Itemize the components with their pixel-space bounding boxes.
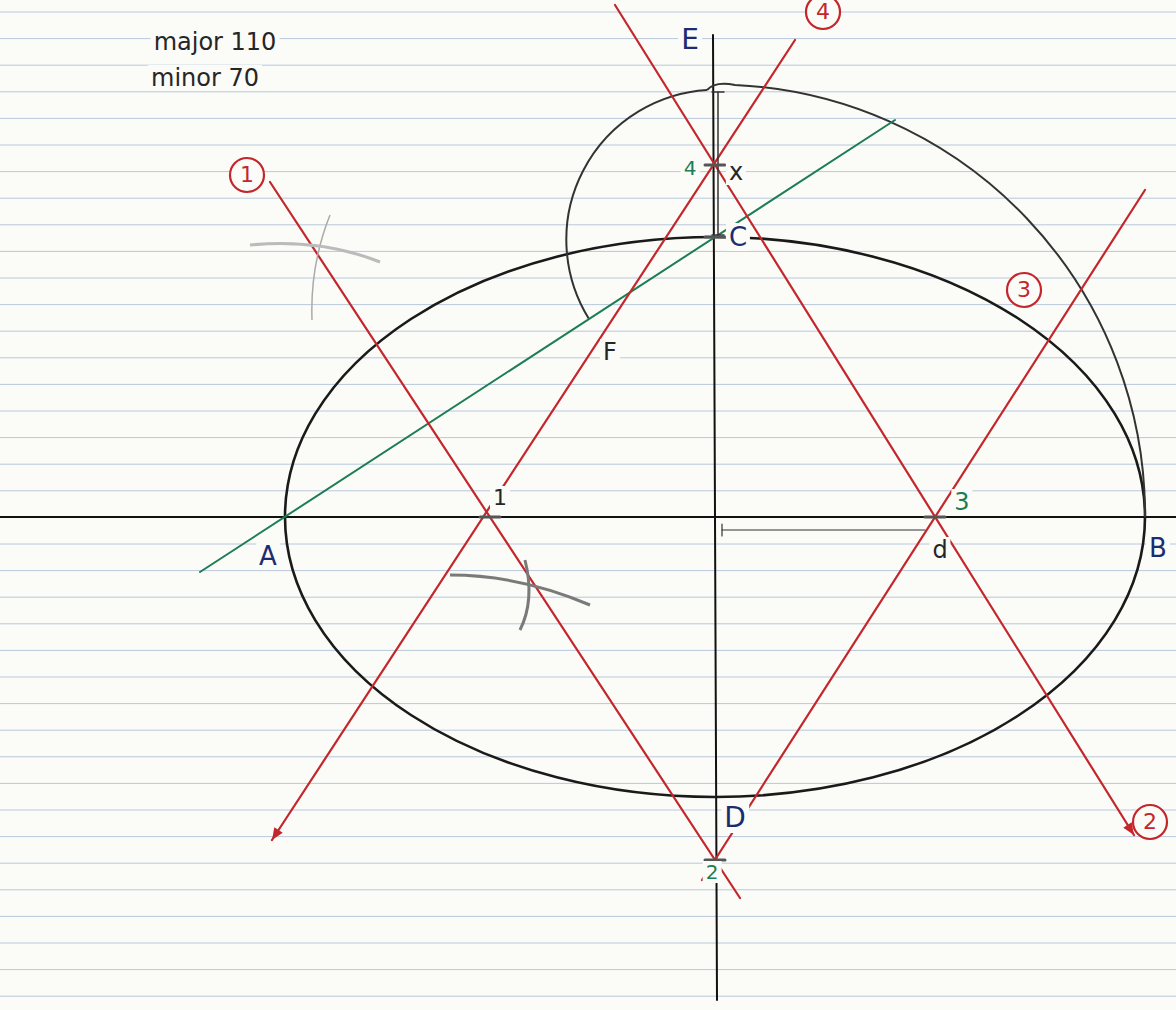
number-circle: [806, 0, 840, 29]
point-label: E: [678, 25, 702, 55]
callout-number: 3: [1014, 278, 1034, 302]
paper-rule: [0, 437, 1176, 438]
construction-arc: [566, 90, 707, 319]
paper-rule: [0, 623, 1176, 624]
point-label: d: [929, 537, 950, 563]
paper-rule: [0, 730, 1176, 731]
point-label: C: [726, 223, 750, 251]
compass-mark: [250, 243, 380, 262]
ellipse-outline: [285, 237, 1145, 797]
paper-rule: [0, 756, 1176, 757]
compass-mark: [450, 575, 590, 605]
paper-rule: [0, 677, 1176, 678]
construction-line: [702, 190, 1145, 880]
paper-rule: [0, 464, 1176, 465]
point-label: 1: [490, 486, 510, 510]
callout-number: 1: [237, 163, 257, 187]
point-label: 3: [951, 489, 972, 515]
line-end-arrow: [268, 827, 283, 843]
paper-rule: [0, 570, 1176, 571]
paper-rule: [0, 12, 1176, 13]
paper-rule: [0, 943, 1176, 944]
paper-rule: [0, 91, 1176, 92]
paper-rule: [0, 703, 1176, 704]
point-label: minor 70: [148, 65, 262, 91]
point-label: F: [600, 339, 620, 365]
paper-rule: [0, 810, 1176, 811]
paper-rule: [0, 118, 1176, 119]
paper-rule: [0, 916, 1176, 917]
paper-rule: [0, 996, 1176, 997]
construction-line: [615, 5, 1134, 835]
point-label: B: [1146, 534, 1170, 562]
paper-rule: [0, 198, 1176, 199]
compass-mark: [312, 215, 330, 320]
paper-rule: [0, 650, 1176, 651]
point-tick: [705, 164, 725, 167]
point-label: 2: [703, 861, 722, 883]
paper-rule: [0, 863, 1176, 864]
paper-rule: [0, 889, 1176, 890]
paper-rule: [0, 331, 1176, 332]
paper-rule: [0, 544, 1176, 545]
point-tick: [925, 516, 945, 519]
point-tick: [705, 236, 725, 239]
construction-line: [270, 182, 740, 898]
paper-rule: [0, 304, 1176, 305]
paper-rule: [0, 384, 1176, 385]
paper-rule: [0, 278, 1176, 279]
major-axis: [0, 516, 1176, 518]
paper-rule: [0, 836, 1176, 837]
construction-line: [272, 40, 795, 840]
paper-rule: [0, 517, 1176, 518]
callout-number: 4: [813, 0, 833, 24]
paper-rule: [0, 171, 1176, 172]
paper-rule: [0, 251, 1176, 252]
compass-mark: [520, 560, 529, 630]
paper-rule: [0, 145, 1176, 146]
paper-rules: [0, 12, 1176, 996]
paper-rule: [0, 597, 1176, 598]
diagonal-line: [200, 120, 895, 572]
paper-rule: [0, 969, 1176, 970]
point-label: 4: [681, 157, 700, 179]
paper-rule: [0, 224, 1176, 225]
number-circle: [230, 158, 264, 192]
callout-number: 2: [1140, 810, 1160, 834]
point-label: D: [721, 803, 749, 833]
paper-rule: [0, 490, 1176, 491]
dimension-bracket: [712, 91, 724, 93]
point-tick: [480, 516, 500, 519]
point-label: A: [256, 542, 280, 570]
point-label: major 110: [151, 29, 280, 55]
dimension-line: [722, 529, 925, 530]
paper-rule: [0, 411, 1176, 412]
dimension-line: [721, 524, 722, 536]
number-circle: [1007, 273, 1041, 307]
number-circle: [1133, 805, 1167, 839]
minor-axis: [713, 35, 717, 1000]
construction-arc: [707, 84, 1145, 517]
point-label: x: [726, 159, 746, 185]
